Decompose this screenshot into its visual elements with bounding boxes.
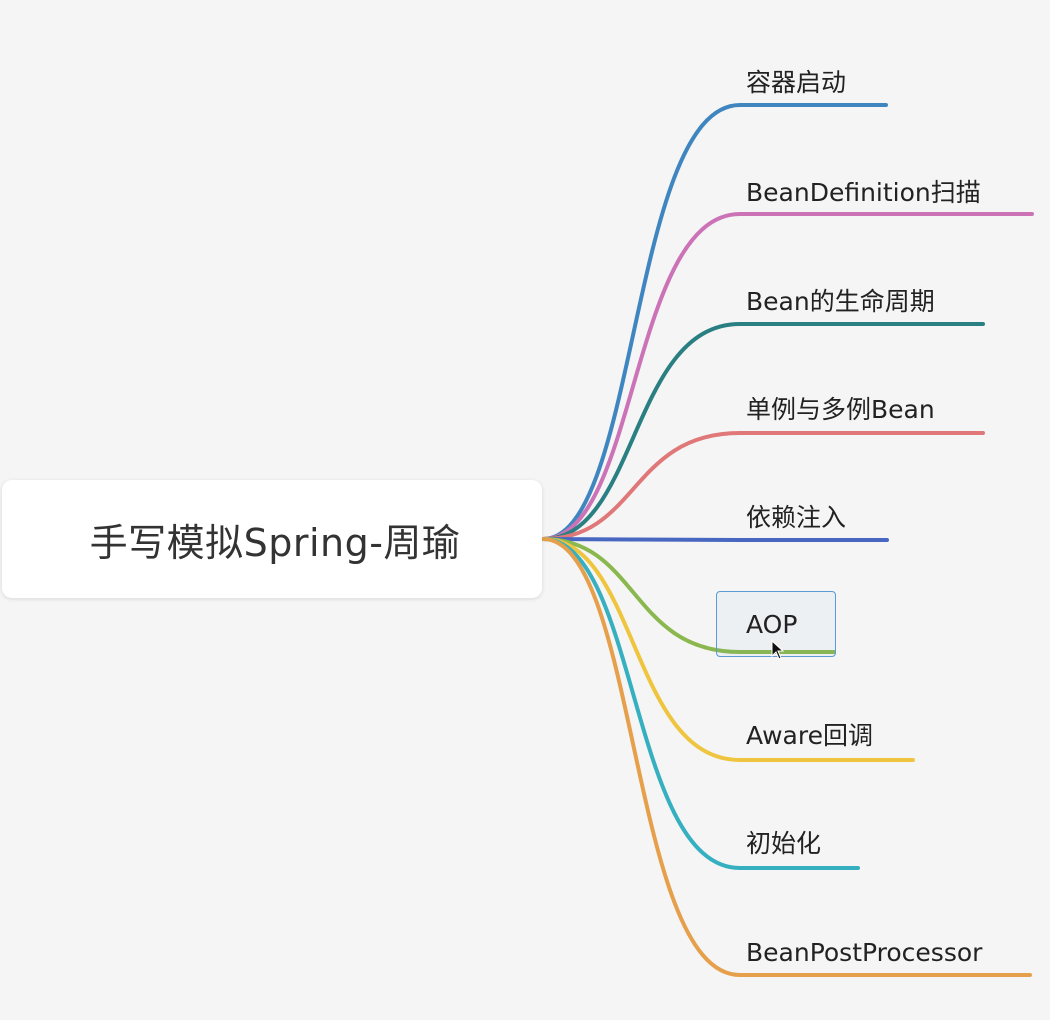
topic-dependency-injection[interactable]: 依赖注入 [746, 503, 847, 532]
root-topic-node[interactable]: 手写模拟Spring-周瑜 [2, 480, 542, 598]
topic-container-startup[interactable]: 容器启动 [746, 68, 847, 97]
root-topic-label: 手写模拟Spring-周瑜 [89, 520, 461, 565]
topic-aop[interactable]: AOP [746, 610, 798, 639]
branch-line-aop [541, 537, 836, 654]
branch-line-lifecycle [541, 322, 985, 541]
branch-line-beandefinition [541, 212, 1034, 541]
topic-singleton-prototype[interactable]: 单例与多例Bean [746, 395, 935, 424]
mouse-pointer-icon [771, 640, 785, 660]
branch-line-di [541, 537, 889, 542]
topic-beanpostprocessor[interactable]: BeanPostProcessor [746, 938, 983, 967]
branch-line-postprocessor [541, 537, 1032, 977]
branch-line-aware [541, 537, 915, 762]
branch-line-startup [541, 103, 888, 541]
branch-line-scope [541, 431, 985, 541]
topic-beandefinition-scan[interactable]: BeanDefinition扫描 [746, 178, 981, 207]
topic-initialization[interactable]: 初始化 [746, 829, 822, 858]
topic-aware-callback[interactable]: Aware回调 [746, 721, 873, 750]
topic-bean-lifecycle[interactable]: Bean的生命周期 [746, 287, 935, 316]
branch-line-init [541, 537, 860, 870]
